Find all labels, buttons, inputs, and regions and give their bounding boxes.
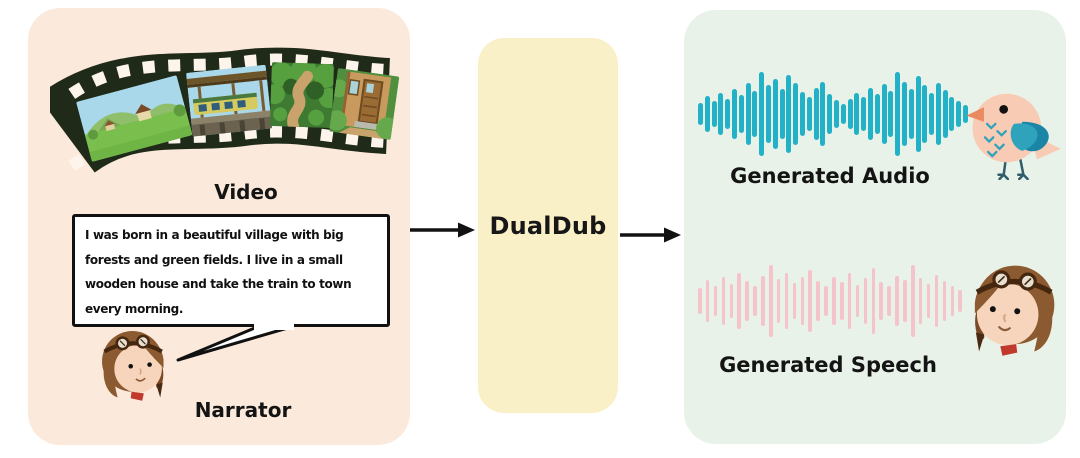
speech-bubble-tail bbox=[176, 322, 294, 362]
dualdub-model-box: DualDub bbox=[478, 38, 618, 413]
output-panel: Generated Audio bbox=[684, 10, 1066, 444]
generated-audio-waveform bbox=[698, 71, 970, 157]
input-panel: Video I was born in a beautiful village … bbox=[28, 8, 410, 445]
speech-line: forests and green fields. I live in a sm… bbox=[85, 252, 343, 267]
generated-audio-label: Generated Audio bbox=[730, 164, 930, 188]
video-film-strip bbox=[50, 28, 402, 186]
film-frame-house bbox=[329, 68, 400, 141]
speech-line: wooden house and take the train to town bbox=[85, 277, 352, 291]
film-frame-forest-path bbox=[269, 62, 334, 129]
speech-bubble: I was born in a beautiful village with b… bbox=[72, 214, 390, 327]
video-label: Video bbox=[214, 180, 278, 204]
speaker-character bbox=[974, 265, 1055, 356]
bird-character bbox=[966, 93, 1061, 180]
arrow-input-to-model bbox=[410, 222, 475, 238]
dualdub-model-label: DualDub bbox=[489, 211, 607, 240]
speech-line: I was born in a beautiful village with b… bbox=[85, 228, 344, 242]
generated-speech-waveform bbox=[698, 260, 966, 342]
film-frame-village bbox=[76, 75, 193, 162]
film-frame-train bbox=[186, 64, 273, 137]
arrow-model-to-output bbox=[620, 227, 681, 243]
generated-speech-label: Generated Speech bbox=[719, 353, 937, 377]
speech-line: every morning. bbox=[85, 301, 184, 316]
narrator-label: Narrator bbox=[194, 398, 292, 422]
narrator-character bbox=[102, 331, 164, 401]
